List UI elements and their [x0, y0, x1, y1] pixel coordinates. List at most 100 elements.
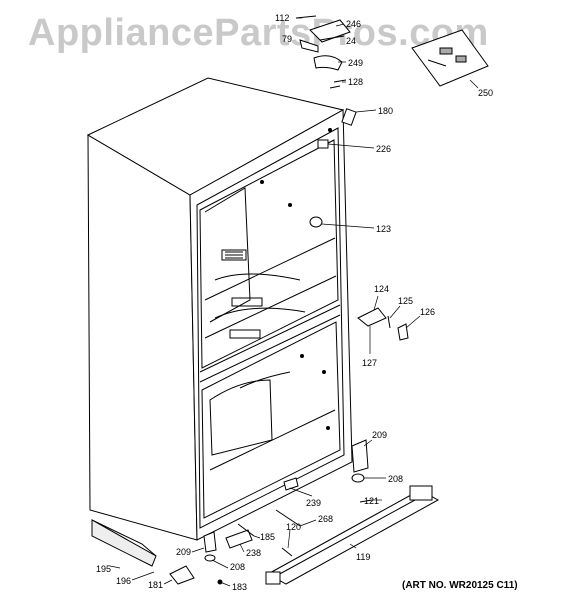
screw-dot [322, 370, 326, 374]
callout-181: 181 [148, 580, 163, 590]
shelf-support [214, 307, 306, 319]
callout-128: 128 [348, 77, 363, 87]
callout-24: 24 [346, 36, 356, 46]
part-208-leveler [351, 473, 365, 483]
part-208-lower [204, 554, 216, 562]
leader-line [363, 439, 373, 447]
part-180 [341, 108, 357, 126]
liner-shelf-line [204, 237, 336, 301]
cabinet-inner-frame [196, 127, 345, 529]
leader-line [239, 543, 245, 553]
callout-119: 119 [356, 552, 370, 562]
leader-line [287, 529, 291, 549]
part-239 [283, 477, 299, 491]
callout-180: 180 [378, 106, 393, 116]
freezer-liner [201, 321, 341, 519]
fresh-food-liner [199, 139, 339, 369]
part-209-lower [203, 531, 217, 553]
callout-238: 238 [246, 548, 261, 558]
leader-line [321, 223, 375, 229]
leader-line [373, 295, 379, 311]
part-119-end [409, 485, 433, 501]
callout-249: 249 [348, 58, 363, 68]
callout-120: 120 [286, 522, 301, 532]
callout-112: 112 [275, 13, 289, 23]
part-226 [317, 139, 329, 149]
callout-209-lower: 209 [176, 547, 191, 557]
part-124 [357, 307, 387, 327]
leader-line [191, 547, 205, 553]
liner-mullion [199, 304, 341, 373]
screw-dot [288, 203, 292, 207]
part-249 [313, 55, 343, 71]
liner-shelf-line [204, 275, 337, 339]
part-119-rail [266, 489, 440, 585]
leader-line [389, 305, 401, 319]
part-121 [359, 499, 373, 503]
part-250-item [427, 59, 447, 67]
leader-line [327, 143, 375, 149]
part-24 [319, 35, 345, 41]
art-number: (ART NO. WR20125 C11) [402, 580, 518, 591]
leader-line [131, 571, 155, 581]
part-123 [309, 216, 323, 228]
callout-121: 121 [364, 496, 379, 506]
leader-line [253, 535, 261, 539]
liner-mullion [199, 314, 341, 383]
screw-dot [260, 180, 264, 184]
part-125 [387, 315, 391, 329]
callout-124: 124 [374, 284, 389, 294]
leader-line [469, 79, 479, 89]
part-120 [281, 547, 293, 557]
callout-268: 268 [318, 514, 333, 524]
leader-line [289, 487, 313, 497]
freezer-bin-contour [209, 379, 273, 456]
leader-line [349, 543, 357, 549]
screw-dot [326, 426, 330, 430]
crisper-rib [231, 297, 263, 307]
callout-250: 250 [478, 88, 493, 98]
freezer-floor [209, 409, 336, 471]
part-250-bag [411, 29, 489, 87]
part-128 [329, 85, 341, 89]
freezer-bin-contour [239, 371, 291, 389]
crisper-rib [229, 329, 261, 339]
callout-209-upper: 209 [372, 430, 387, 440]
leader-line [405, 315, 421, 329]
leader-line [219, 581, 231, 587]
part-250-item [439, 47, 453, 55]
part-79-bracket [299, 39, 319, 53]
part-119-end [265, 571, 281, 585]
callout-246: 246 [346, 19, 361, 29]
leader-line [299, 519, 317, 527]
part-246 [309, 19, 351, 43]
leader-line [355, 109, 377, 113]
callout-195: 195 [96, 564, 111, 574]
part-185 [237, 523, 255, 537]
callout-183: 183 [232, 582, 247, 592]
callout-123: 123 [376, 224, 391, 234]
part-128 [333, 79, 347, 83]
part-119-rib [275, 493, 427, 577]
callout-196: 196 [116, 576, 131, 586]
leader-line [211, 559, 229, 569]
leader-line [335, 23, 345, 27]
liner-back-edge [204, 187, 251, 323]
callout-126: 126 [420, 307, 435, 317]
cabinet-side-panel [87, 134, 198, 541]
part-195-face [91, 519, 157, 567]
callout-208-upper: 208 [388, 474, 403, 484]
screw-dot [328, 128, 332, 132]
callout-185: 185 [260, 532, 275, 542]
part-268 [275, 509, 301, 527]
callout-239: 239 [306, 498, 321, 508]
callout-208-lower: 208 [230, 562, 245, 572]
part-250-item [455, 55, 467, 63]
part-238 [225, 529, 253, 549]
callout-79: 79 [282, 34, 292, 44]
leader-line [109, 565, 121, 569]
part-209-hinge [351, 439, 369, 473]
shelf-support [214, 273, 301, 281]
